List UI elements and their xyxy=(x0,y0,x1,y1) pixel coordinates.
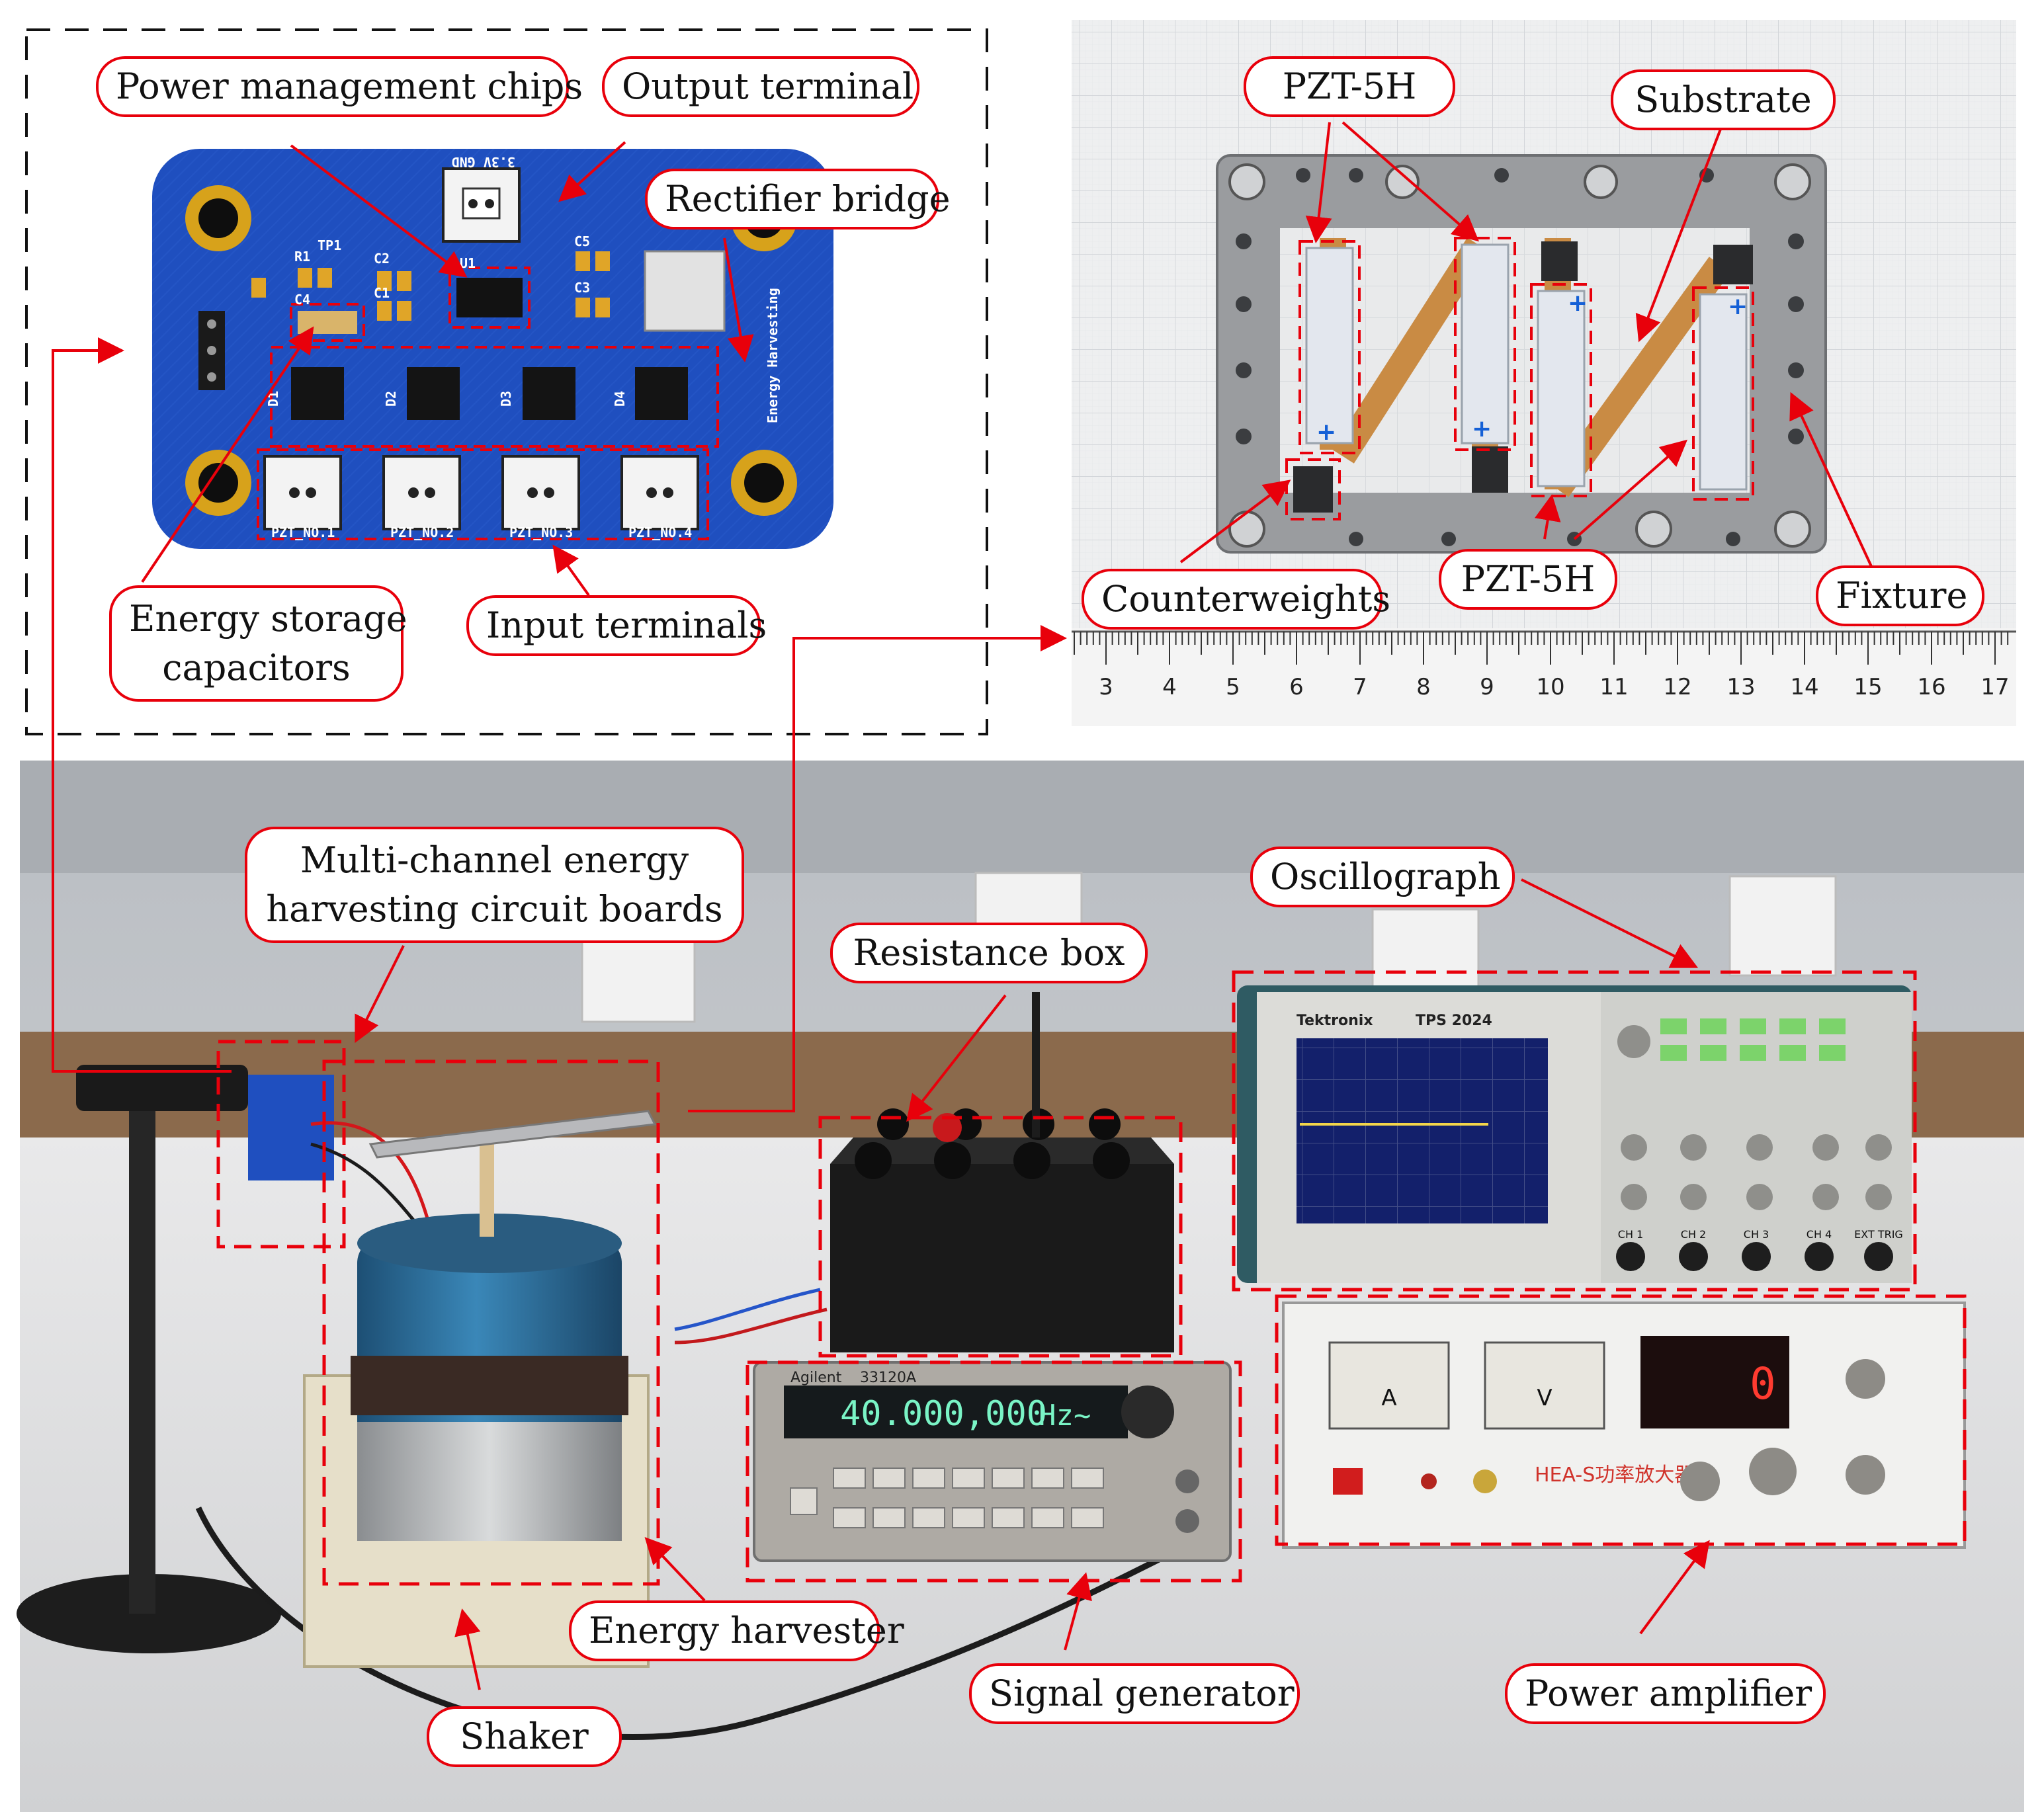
oscilloscope: Tektronix TPS 2024 CH 1 CH 2 CH 3 CH 4 E… xyxy=(1237,985,1912,1283)
ruler-tick-17: 17 xyxy=(1980,674,2009,700)
label-energy-harvester: Energy harvester xyxy=(569,1600,904,1661)
label-pzt-5h-bottom: PZT-5H xyxy=(1439,549,1617,610)
signal-generator: Agilent 33120A 40.000,000 Hz~ xyxy=(753,1361,1232,1562)
label-pzt-5h-top: PZT-5H xyxy=(1244,56,1455,117)
label-power-amplifier: Power amplifier xyxy=(1505,1663,1826,1724)
part-r1: R1 xyxy=(294,249,310,265)
oscilloscope-model: TPS 2024 xyxy=(1416,1013,1492,1029)
pzt-box-3 xyxy=(1530,283,1592,497)
voltmeter-label: V xyxy=(1537,1385,1552,1411)
pin-label-4: PZT_NO.4 xyxy=(628,524,692,540)
ruler-tick-15: 15 xyxy=(1853,674,1882,700)
part-u1: U1 xyxy=(460,255,476,271)
ruler-tick-11: 11 xyxy=(1599,674,1628,700)
pin-label-1: PZT_NO.1 xyxy=(271,524,335,540)
label-counterweights: Counterweights xyxy=(1082,569,1390,630)
inductor xyxy=(644,250,726,332)
ruler-tick-5: 5 xyxy=(1226,674,1240,700)
power-chip xyxy=(456,278,523,317)
output-header xyxy=(442,167,521,243)
part-c5: C5 xyxy=(574,233,590,249)
annotation-arrows xyxy=(52,121,1880,1690)
ruler-tick-16: 16 xyxy=(1917,674,1945,700)
label-energy-storage-line2: capacitors xyxy=(162,647,351,688)
circuit-board-photo xyxy=(248,1075,334,1180)
amplifier-model: HEA-S功率放大器 xyxy=(1535,1464,1694,1487)
label-energy-storage-line1: Energy storage xyxy=(129,598,407,640)
ruler-tick-14: 14 xyxy=(1790,674,1818,700)
ruler-tick-10: 10 xyxy=(1536,674,1564,700)
label-output-terminal: Output terminal xyxy=(602,56,919,117)
generator-unit: Hz~ xyxy=(1039,1399,1091,1432)
ruler-tick-4: 4 xyxy=(1162,674,1177,700)
diode-label-3: D3 xyxy=(498,391,514,407)
diode-label-2: D2 xyxy=(383,391,399,407)
generator-readout: 40.000,000 xyxy=(840,1394,1047,1434)
osc-ch2: CH 2 xyxy=(1681,1228,1706,1241)
energy-harvester-box xyxy=(322,1059,660,1586)
side-pins xyxy=(198,311,225,390)
pcb-panel: PZT_NO.1 PZT_NO.2 PZT_NO.3 PZT_NO.4 3.3V… xyxy=(25,28,988,735)
svg-text:+: + xyxy=(1316,419,1336,446)
input-connectors xyxy=(263,455,699,530)
ruler-tick-13: 13 xyxy=(1726,674,1755,700)
oscilloscope-brand: Tektronix xyxy=(1297,1013,1373,1029)
svg-text:+: + xyxy=(1568,290,1588,317)
osc-ch3: CH 3 xyxy=(1744,1228,1769,1241)
label-substrate: Substrate xyxy=(1611,69,1836,130)
resistance-box xyxy=(830,992,1174,1352)
pin-label-3: PZT_NO.3 xyxy=(509,524,573,540)
header-label: 3.3V GND xyxy=(452,154,515,170)
osc-ext-trig: EXT TRIG xyxy=(1854,1228,1903,1241)
ruler-tick-12: 12 xyxy=(1663,674,1691,700)
rectifier-bridges xyxy=(291,367,688,420)
osc-ch4: CH 4 xyxy=(1807,1228,1832,1241)
label-shaker: Shaker xyxy=(427,1706,622,1767)
part-c2: C2 xyxy=(374,251,390,267)
svg-text:+: + xyxy=(1728,293,1748,320)
ruler-tick-3: 3 xyxy=(1099,674,1113,700)
mic-stand xyxy=(17,1065,281,1653)
screws xyxy=(1228,163,1811,548)
pzt-patches xyxy=(1305,243,1748,491)
part-c4: C4 xyxy=(294,292,310,308)
ammeter-label: A xyxy=(1381,1385,1396,1411)
ruler-tick-7: 7 xyxy=(1353,674,1367,700)
part-tp1: TP1 xyxy=(318,237,341,253)
label-power-management-chips: Power management chips xyxy=(96,56,583,117)
amplifier-readout: 0 xyxy=(1750,1358,1776,1409)
osc-ch1: CH 1 xyxy=(1618,1228,1643,1241)
counterweight-blocks xyxy=(1293,241,1753,513)
ruler: 3 4 5 6 7 8 9 10 11 12 13 14 15 16 17 xyxy=(1072,628,2016,726)
pzt-box-2 xyxy=(1454,237,1516,451)
label-signal-generator: Signal generator xyxy=(969,1663,1300,1724)
smd-parts xyxy=(251,251,610,334)
label-energy-storage-capacitors: Energy storage capacitors xyxy=(109,585,407,702)
label-circuit-boards: Multi-channel energy harvesting circuit … xyxy=(245,827,744,943)
generator-model: 33120A xyxy=(860,1370,916,1386)
pin-label-2: PZT_NO.2 xyxy=(390,524,454,540)
ruler-tick-9: 9 xyxy=(1480,674,1494,700)
ruler-tick-6: 6 xyxy=(1289,674,1304,700)
label-fixture: Fixture xyxy=(1816,565,1984,626)
label-circuit-boards-line2: harvesting circuit boards xyxy=(266,888,723,930)
pzt-box-4 xyxy=(1692,286,1754,501)
diode-label-4: D4 xyxy=(612,391,628,407)
label-input-terminals: Input terminals xyxy=(466,595,767,656)
part-c1: C1 xyxy=(374,285,390,301)
board-side-text: Energy Harvesting xyxy=(765,288,781,423)
generator-brand: Agilent xyxy=(790,1370,842,1386)
frame-holes xyxy=(1236,168,1804,546)
label-rectifier-bridge: Rectifier bridge xyxy=(645,169,951,229)
svg-text:+: + xyxy=(1472,415,1492,442)
label-resistance-box: Resistance box xyxy=(830,923,1148,983)
label-oscillograph: Oscillograph xyxy=(1250,847,1515,907)
part-c3: C3 xyxy=(574,280,590,296)
ruler-tick-8: 8 xyxy=(1416,674,1431,700)
power-amplifier: A V 0 HEA-S功率放大器 xyxy=(1282,1302,1966,1549)
label-circuit-boards-line1: Multi-channel energy xyxy=(300,839,689,881)
